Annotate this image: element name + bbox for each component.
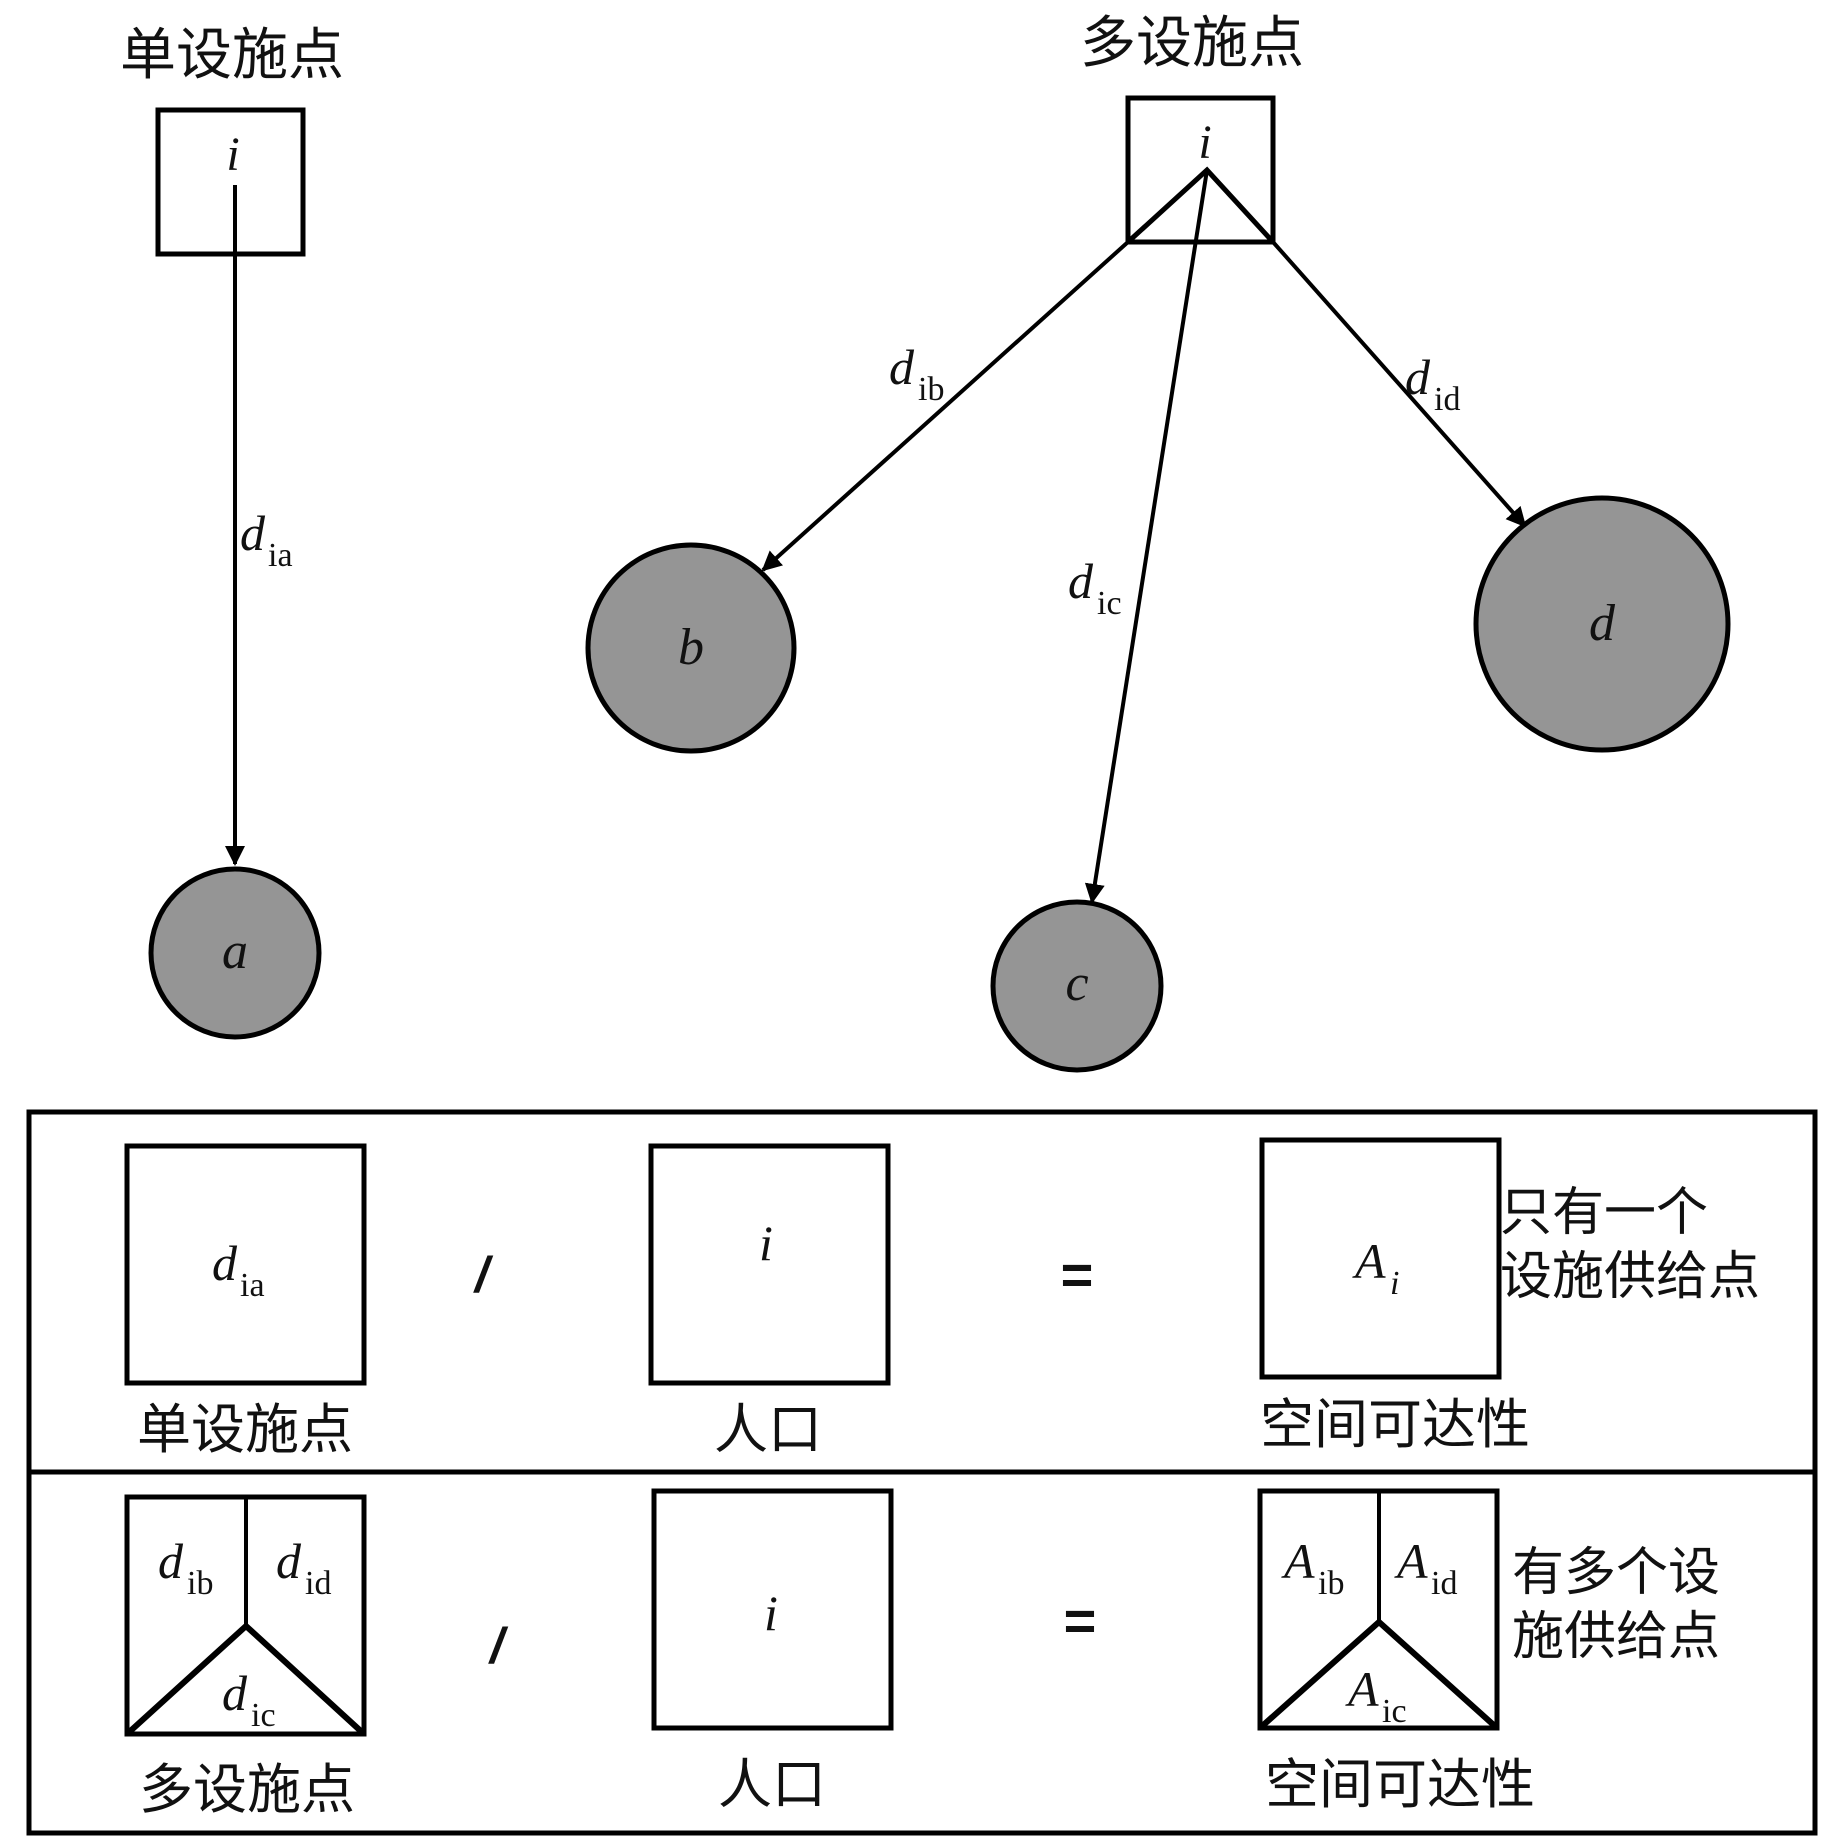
edge-label-ia: d ia [240, 505, 293, 574]
edge-id [1271, 240, 1527, 528]
edge-label-id-main: d [1405, 349, 1431, 405]
note-single-line2: 设施供给点 [1500, 1247, 1760, 1307]
result-multi-caption: 空间可达性 [1265, 1753, 1535, 1816]
edge-ic [1084, 169, 1209, 904]
result-single-main: A [1352, 1233, 1386, 1289]
edge-label-ic-main: d [1068, 553, 1094, 609]
result-single-caption: 空间可达性 [1260, 1393, 1530, 1456]
multi-facility-label: i [1198, 116, 1211, 169]
node-a-label: a [222, 923, 248, 980]
node-c-label: c [1065, 955, 1088, 1012]
result-multi-ic-sub: ic [1382, 1693, 1407, 1730]
result-box-single [1259, 1137, 1502, 1380]
population-single-caption: 人口 [714, 1398, 822, 1461]
numerator-multi-ic-sub: ic [251, 1697, 276, 1734]
numerator-multi-ib-sub: ib [187, 1565, 213, 1602]
numerator-box-single [124, 1143, 367, 1386]
edge-label-ib: d ib [889, 339, 944, 408]
note-single-line1: 只有一个 [1500, 1183, 1708, 1243]
multi-facility-box [1125, 95, 1276, 245]
divide-operator-single: / [473, 1247, 494, 1303]
numerator-multi-id-main: d [276, 1533, 302, 1589]
numerator-single-caption: 单设施点 [137, 1398, 353, 1461]
equals-operator-single: = [1061, 1243, 1094, 1306]
single-facility-box [155, 107, 306, 257]
multi-facility-graph: 多设施点 i d ib d ic d id b c d [585, 11, 1731, 1073]
edge-label-ib-main: d [889, 339, 915, 395]
result-box-multi [1257, 1488, 1500, 1731]
equation-row-single: d ia 单设施点 / i 人口 = A i 空间可达性 只有一个 设施供给点 [124, 1137, 1760, 1461]
single-facility-graph: 单设施点 i d ia a [120, 23, 344, 1040]
node-d-label: d [1589, 595, 1616, 652]
population-box-multi [651, 1488, 894, 1731]
divide-operator-multi: / [488, 1618, 509, 1674]
population-single-label: i [759, 1215, 773, 1271]
numerator-multi-caption: 多设施点 [139, 1758, 355, 1821]
numerator-multi-id-sub: id [305, 1565, 331, 1602]
edge-label-ia-main: d [240, 505, 266, 561]
population-multi-label: i [764, 1585, 778, 1641]
numerator-single-main: d [212, 1235, 238, 1291]
edge-label-ib-sub: ib [918, 371, 944, 408]
edge-label-id-sub: id [1434, 381, 1460, 418]
edge-ib [761, 240, 1130, 572]
result-multi-id-sub: id [1431, 1565, 1457, 1602]
numerator-single-sub: ia [240, 1267, 265, 1304]
edge-label-id: d id [1405, 349, 1460, 418]
equals-operator-multi: = [1064, 1589, 1097, 1652]
numerator-box-multi [124, 1494, 367, 1737]
multi-facility-title: 多设施点 [1080, 11, 1304, 76]
result-multi-ib-main: A [1281, 1533, 1315, 1589]
population-multi-caption: 人口 [718, 1753, 826, 1816]
node-b [585, 542, 797, 754]
node-a [148, 866, 322, 1040]
single-facility-label: i [226, 128, 239, 181]
result-multi-id-main: A [1394, 1533, 1428, 1589]
node-b-label: b [678, 619, 704, 676]
numerator-multi-ib-main: d [158, 1533, 184, 1589]
result-single-sub: i [1390, 1265, 1399, 1302]
population-box-single [648, 1143, 891, 1386]
result-multi-ib-sub: ib [1318, 1565, 1344, 1602]
numerator-multi-ic-main: d [222, 1665, 248, 1721]
edge-label-ic-sub: ic [1097, 585, 1122, 622]
note-multi-line1: 有多个设 [1512, 1543, 1720, 1603]
edge-label-ia-sub: ia [268, 537, 293, 574]
equation-row-multi: d ib d id d ic 多设施点 / i 人口 = A ib A id A… [124, 1488, 1720, 1821]
single-facility-title: 单设施点 [120, 23, 344, 88]
note-multi-line2: 施供给点 [1512, 1607, 1720, 1667]
result-multi-triangle [1258, 1617, 1500, 1731]
node-c [990, 899, 1164, 1073]
node-d [1473, 495, 1731, 753]
numerator-multi-triangle [124, 1621, 367, 1737]
result-multi-ic-main: A [1345, 1661, 1379, 1717]
edge-label-ic: d ic [1068, 553, 1122, 622]
